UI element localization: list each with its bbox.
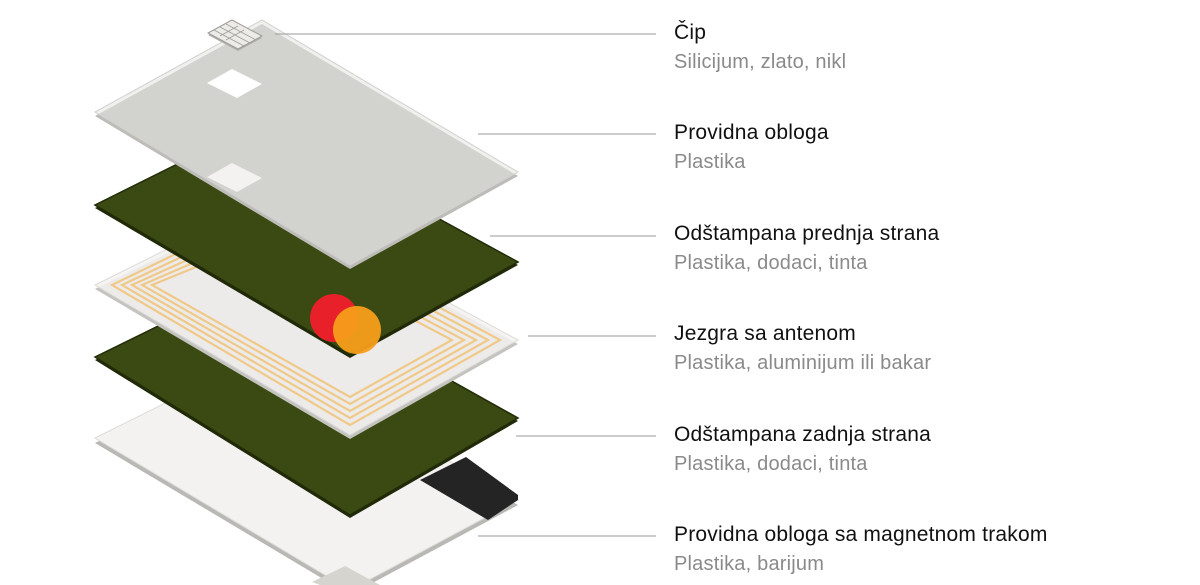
leader-lines	[275, 33, 656, 537]
magnetic-stripe	[420, 457, 518, 520]
chip	[206, 19, 264, 51]
layer-title: Odštampana zadnja strana	[674, 423, 931, 446]
label-magstripe-overlay: Providna obloga sa magnetnom trakom Plas…	[674, 522, 1194, 577]
layer-title: Jezgra sa antenom	[674, 322, 857, 345]
overlay-chip-window-top	[207, 69, 262, 98]
label-printed-back: Odštampana zadnja strana Plastika, dodac…	[674, 422, 1194, 477]
layer-title: Čip	[674, 21, 707, 44]
logo-orange-circle	[333, 306, 381, 354]
clear-overlay-layer	[93, 19, 520, 269]
layer-material: Plastika	[674, 151, 746, 173]
layer-material: Plastika, dodaci, tinta	[674, 453, 868, 475]
layer-material: Plastika, barijum	[674, 553, 825, 575]
layer-title: Providna obloga sa magnetnom trakom	[674, 523, 1048, 546]
layer-material: Silicijum, zlato, nikl	[674, 51, 847, 73]
layer-title: Providna obloga	[674, 121, 829, 144]
signature-panel	[312, 566, 380, 585]
overlay-chip-window	[207, 163, 262, 192]
layer-material: Plastika, dodaci, tinta	[674, 252, 868, 274]
label-clear-overlay: Providna obloga Plastika	[674, 120, 1194, 175]
layer-title: Odštampana prednja strana	[674, 222, 940, 245]
label-printed-front: Odštampana prednja strana Plastika, doda…	[674, 221, 1194, 276]
layer-material: Plastika, aluminijum ili bakar	[674, 352, 932, 374]
label-antenna-core: Jezgra sa antenom Plastika, aluminijum i…	[674, 321, 1194, 376]
label-chip: Čip Silicijum, zlato, nikl	[674, 20, 1194, 75]
